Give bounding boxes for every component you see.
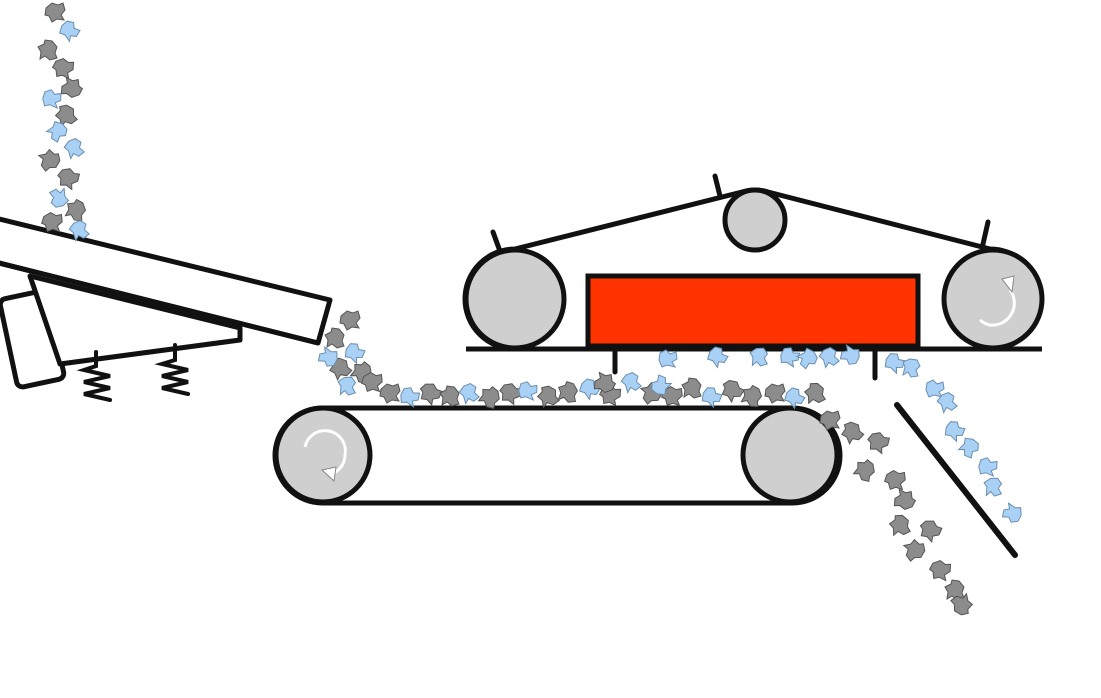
- non-magnetic-particle: [983, 476, 1004, 498]
- upper-top-pulley: [722, 187, 788, 253]
- upper-left-pulley: [463, 247, 567, 351]
- vibratory-feeder: [0, 216, 333, 390]
- non-magnetic-particle: [942, 418, 968, 443]
- magnetic-particle: [53, 164, 82, 193]
- non-magnetic-particle: [977, 456, 999, 477]
- magnetic-particle: [534, 383, 561, 410]
- non-magnetic-particle: [699, 384, 725, 409]
- magnetic-particle: [738, 382, 765, 409]
- magnetic-particle: [49, 55, 76, 82]
- non-magnetic-particle: [658, 349, 678, 368]
- non-magnetic-particle: [62, 135, 87, 161]
- non-magnetic-particle: [397, 384, 422, 409]
- magnetic-particle: [379, 383, 401, 404]
- magnetic-particle: [837, 418, 866, 447]
- non-magnetic-particle: [902, 358, 921, 378]
- non-magnetic-particle: [337, 375, 358, 397]
- feeder-body: [27, 273, 243, 367]
- lower-tail-pulley: [740, 405, 840, 505]
- magnetic-particle: [324, 327, 345, 349]
- magnetic-particle: [926, 557, 953, 584]
- upper-right-pulley: [941, 247, 1045, 351]
- non-magnetic-particle: [1000, 501, 1025, 526]
- magnetic-particle: [892, 486, 919, 513]
- magnetic-particle: [944, 579, 965, 601]
- lower-drive-pulley: [273, 405, 373, 505]
- feeder-trough-lip: [0, 260, 319, 346]
- magnetic-particle: [901, 536, 928, 563]
- non-magnetic-particle: [957, 435, 982, 461]
- non-magnetic-particle: [457, 380, 482, 406]
- magnetic-particle: [802, 381, 827, 406]
- rotation-arrow-icon: [979, 275, 1016, 327]
- magnetic-particle: [339, 310, 361, 331]
- magnetic-particle: [36, 146, 63, 173]
- spring-icon: [76, 343, 190, 402]
- magnetic-particle: [59, 74, 86, 101]
- non-magnetic-particle: [46, 185, 71, 210]
- magnetic-particle: [44, 2, 66, 23]
- magnetic-particle: [717, 376, 746, 405]
- magnetic-particle: [882, 468, 907, 493]
- magnetic-particle: [439, 385, 460, 407]
- non-magnetic-particle: [925, 379, 945, 398]
- non-magnetic-particle: [56, 17, 83, 44]
- non-magnetic-particle: [517, 380, 539, 401]
- magnet-block: [585, 273, 921, 349]
- magnetic-particle: [850, 455, 879, 484]
- magnetic-particle: [915, 516, 944, 545]
- magnetic-particle: [37, 39, 58, 61]
- magnetic-particle: [555, 379, 580, 404]
- magnetic-particle: [681, 377, 702, 399]
- non-magnetic-particle: [44, 118, 71, 145]
- magnetic-particle: [415, 379, 444, 408]
- magnetic-particle: [887, 513, 912, 538]
- conveyor-belt: [272, 405, 843, 506]
- non-magnetic-particle: [619, 369, 644, 395]
- non-magnetic-particle: [41, 88, 63, 109]
- rotation-arrow-icon: [303, 429, 347, 483]
- magnetic-particle: [863, 428, 892, 457]
- overband-magnetic-separator-belt: [462, 173, 1045, 381]
- splitter-plate: [894, 402, 1018, 558]
- magnetic-particle: [764, 383, 786, 404]
